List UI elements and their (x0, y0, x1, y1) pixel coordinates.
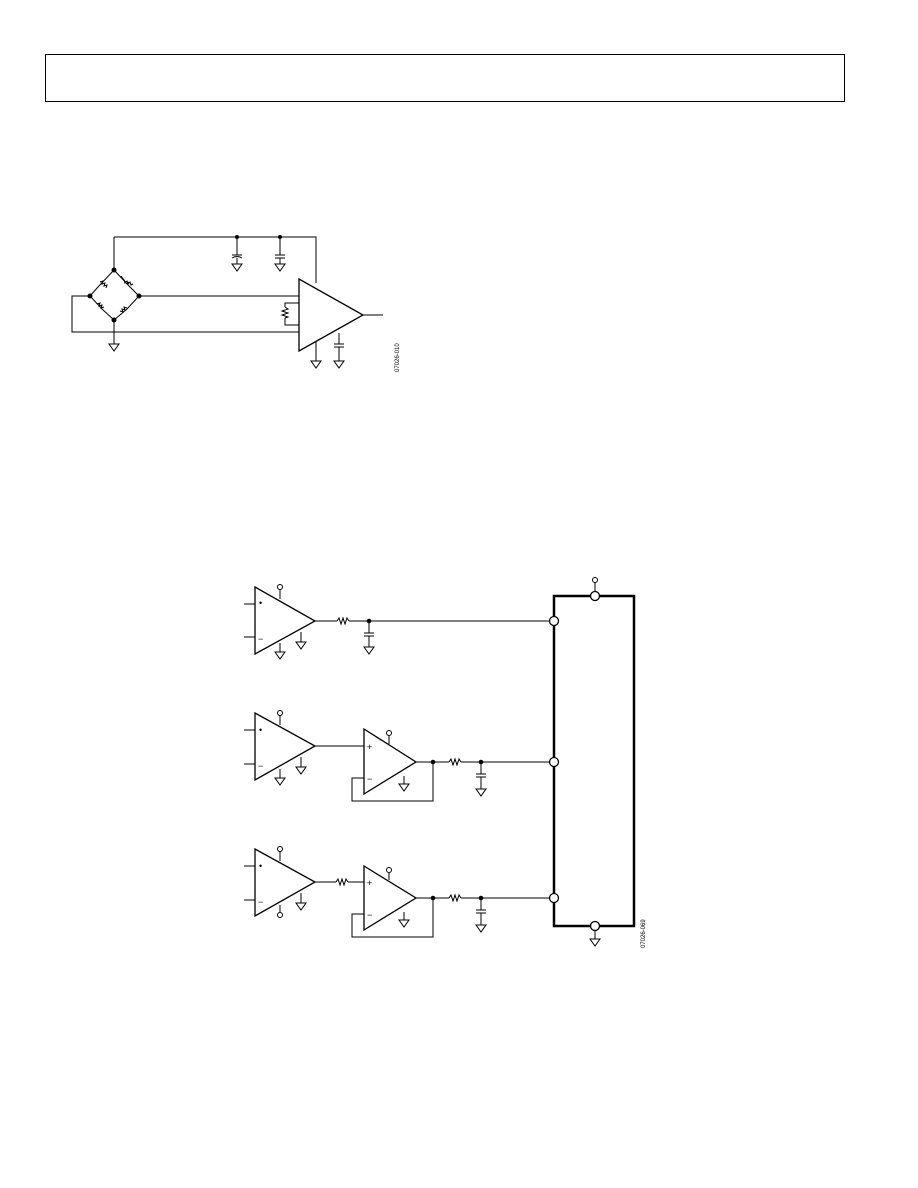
filter-resistor (448, 893, 462, 903)
negative-signal-line (71, 295, 299, 333)
minus-sign: − (258, 897, 263, 907)
plus-sign: • (259, 861, 262, 871)
filter-resistor (336, 616, 350, 626)
minus-sign: − (367, 774, 372, 784)
wheatstone-bridge (87, 267, 142, 323)
plus-sign: + (367, 742, 372, 752)
instrumentation-amplifier (298, 277, 365, 353)
supply-pin (589, 577, 601, 602)
buffer-amplifier-2 (363, 727, 418, 796)
in-amp-2 (254, 711, 317, 782)
figure-code: 07026-010 (395, 343, 401, 372)
gain-resistor (280, 302, 299, 326)
adc-input-1 (548, 615, 560, 627)
figure-code: 07026-069 (641, 919, 647, 948)
in-amp-1 (254, 585, 317, 656)
adc-block (552, 594, 636, 928)
minus-sign: − (367, 910, 372, 920)
minus-sign: − (258, 634, 263, 644)
minus-sign: − (258, 761, 263, 771)
bridge-sensor-circuit: 07026-010 (71, 235, 401, 372)
filter-resistor (448, 757, 462, 767)
plus-sign: • (259, 598, 262, 608)
channel-3: • − + − (244, 846, 550, 938)
page-header-box (45, 54, 845, 102)
filter-resistor (335, 877, 349, 887)
reference-capacitor (333, 333, 345, 369)
ground-symbol (108, 320, 120, 352)
multichannel-circuit: • − • − + − (244, 577, 647, 948)
filter-capacitor (476, 762, 486, 789)
plus-sign: • (259, 725, 262, 735)
channel-2: • − + − (244, 710, 550, 802)
plus-sign: + (367, 878, 372, 888)
supply-rail (114, 236, 317, 283)
in-amp-3 (254, 847, 317, 918)
channel-1: • − (244, 584, 550, 660)
adc-ground-pin (589, 920, 601, 947)
buffer-amplifier-3 (363, 864, 418, 932)
decoupling-capacitor (231, 235, 243, 272)
filter-capacitor (364, 621, 374, 647)
ground-symbol (310, 342, 322, 369)
decoupling-capacitor (274, 235, 286, 272)
adc-input-3 (548, 892, 560, 904)
adc-input-2 (548, 756, 560, 768)
filter-capacitor (476, 898, 486, 925)
